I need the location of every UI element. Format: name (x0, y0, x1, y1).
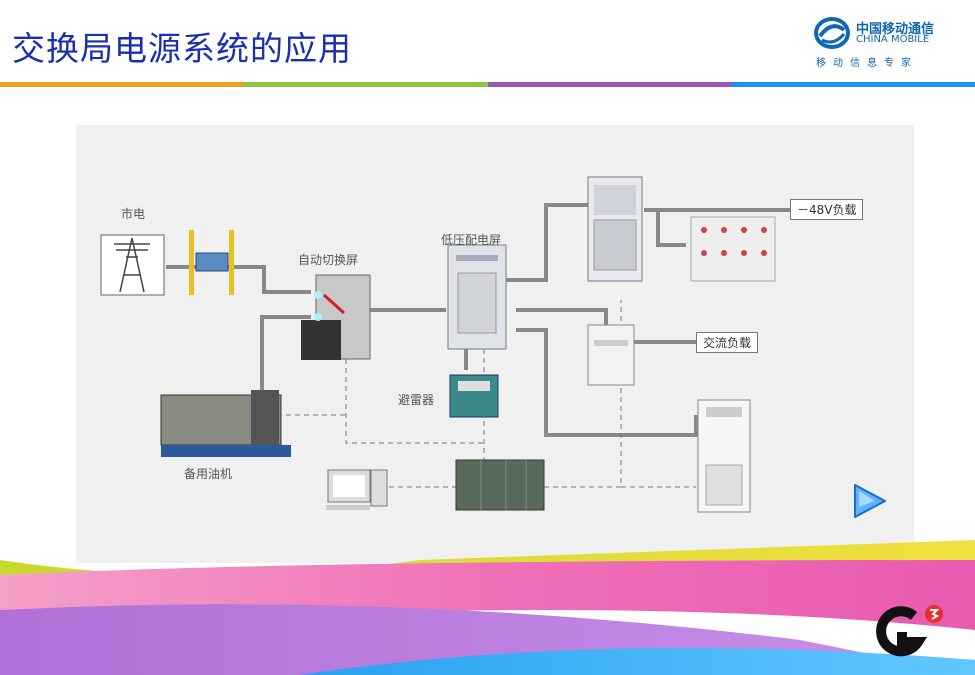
play-icon[interactable] (849, 481, 889, 521)
dc-load-box: －48V负载 (790, 199, 864, 220)
generator-label: 备用油机 (184, 467, 233, 481)
china-mobile-logo-icon (814, 17, 850, 49)
diagram-drawing (100, 176, 790, 513)
mains-label: 市电 (121, 207, 146, 221)
surge-arrester-label: 避雷器 (398, 393, 435, 407)
g3-logo (876, 605, 943, 657)
ats-panel-label: 自动切换屏 (298, 253, 359, 267)
power-system-diagram: 市电 自动切换屏 低压配电屏 避雷器 备用油机 －48V负载 交流负载 (76, 125, 914, 563)
logo-chinese-name: 中国移动通信 (856, 22, 935, 37)
china-mobile-logo: 中国移动通信 CHINA MOBILE 移动信息专家 (812, 14, 962, 74)
monitoring-pc-icon (326, 469, 388, 510)
header-stripe-blue (732, 82, 975, 87)
footer-swoosh (0, 540, 975, 675)
power-tower-icon (100, 234, 165, 296)
ats-panel-icon (301, 274, 371, 360)
transformer-icon (189, 230, 234, 295)
page-title: 交换局电源系统的应用 (12, 29, 352, 68)
header-stripe-purple (488, 82, 732, 87)
ups-icon (587, 324, 635, 386)
ac-load-box: 交流负载 (696, 332, 759, 353)
air-conditioner-icon (697, 399, 751, 513)
rectifier-cabinet-icon (587, 176, 643, 282)
lv-panel-icon (447, 244, 507, 350)
surge-arrester-icon (449, 374, 499, 418)
power-lines (166, 203, 790, 437)
header-stripe-orange (0, 82, 244, 87)
header-stripe-green (244, 82, 488, 87)
switch-racks-icon (455, 459, 545, 511)
logo-tagline: 移动信息专家 (816, 58, 918, 69)
logo-english-name: CHINA MOBILE (856, 34, 930, 45)
lv-panel-label: 低压配电屏 (441, 233, 502, 247)
battery-bank-icon (690, 216, 776, 282)
generator-icon (160, 390, 291, 457)
